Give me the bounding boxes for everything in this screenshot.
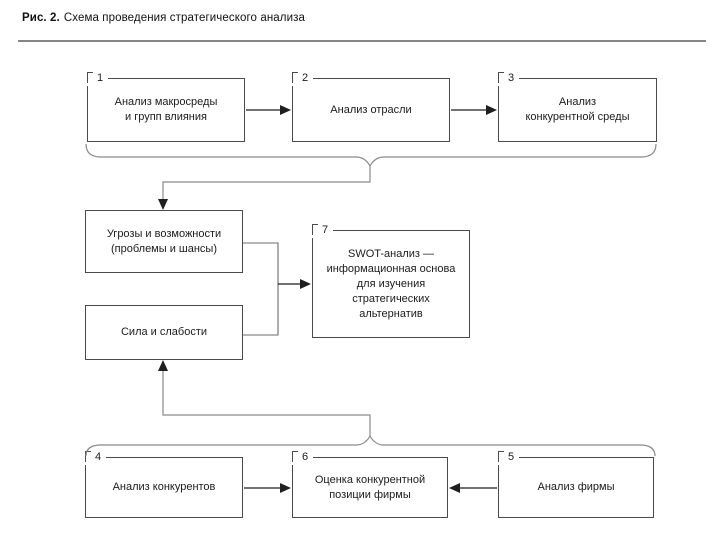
arrow-into-strengths-head	[158, 360, 168, 371]
brace-bottom-stem	[162, 371, 371, 436]
box-number-value: 5	[508, 451, 515, 463]
figure-caption: Рис. 2.Схема проведения стратегического …	[22, 12, 305, 24]
box-label: Анализ макросреды и групп влияния	[114, 96, 218, 123]
box-competitor-analysis: 4 Анализ конкурентов	[85, 450, 243, 518]
arrow-industry-to-competitive-head	[486, 105, 497, 115]
arrow-macro-to-industry-head	[280, 105, 291, 115]
brace-top-stem	[162, 166, 371, 199]
box-competitive-environment-analysis: 3 Анализ конкурентной среды	[498, 71, 657, 142]
box-number: 7	[312, 223, 334, 238]
arrow-firm-to-position-head	[449, 483, 460, 493]
box-macro-environment-analysis: 1 Анализ макросреды и групп влияния	[87, 71, 245, 142]
corner-tick-icon	[498, 451, 504, 462]
arrow-to-swot-head	[300, 279, 311, 289]
box-number-value: 3	[508, 72, 515, 84]
box-firm-position-assessment: 6 Оценка конкурентной позиции фирмы	[292, 450, 448, 518]
arrow-competitors-to-position-head	[280, 483, 291, 493]
box-label: Анализ фирмы	[537, 481, 615, 493]
brace-bottom	[85, 434, 656, 457]
box-label: Угрозы и возможности (проблемы и шансы)	[106, 227, 222, 255]
box-number: 4	[85, 450, 107, 465]
box-label: SWOT-анализ — информационная основа для …	[326, 247, 456, 320]
box-swot-analysis: 7 SWOT-анализ — информационная основа дл…	[312, 223, 470, 338]
caption-label: Рис. 2.	[22, 12, 60, 24]
box-number: 6	[292, 450, 314, 465]
box-number-value: 4	[95, 451, 102, 463]
corner-tick-icon	[292, 451, 298, 462]
corner-tick-icon	[312, 224, 318, 235]
box-threats-opportunities: Угрозы и возможности (проблемы и шансы)	[85, 210, 243, 273]
box-number-value: 6	[302, 451, 309, 463]
box-number: 5	[498, 450, 520, 465]
corner-tick-icon	[87, 72, 93, 83]
box-number: 3	[498, 71, 520, 86]
box-label: Анализ конкурентной среды	[525, 96, 630, 123]
caption-rule-divider	[18, 40, 706, 42]
stub-threats-strengths-join	[243, 242, 279, 336]
box-strengths-weaknesses: Сила и слабости	[85, 305, 243, 360]
box-number: 2	[292, 71, 314, 86]
box-label: Анализ отрасли	[330, 103, 412, 116]
corner-tick-icon	[85, 451, 91, 462]
brace-top	[85, 143, 657, 168]
corner-tick-icon	[498, 72, 504, 83]
corner-tick-icon	[292, 72, 298, 83]
caption-title: Схема проведения стратегического анализа	[63, 12, 305, 24]
box-number: 1	[87, 71, 109, 86]
box-label: Сила и слабости	[120, 326, 208, 338]
box-number-value: 1	[97, 72, 104, 84]
box-number-value: 7	[322, 224, 329, 236]
box-label: Анализ конкурентов	[112, 481, 216, 493]
box-firm-analysis: 5 Анализ фирмы	[498, 450, 654, 518]
arrow-into-threats-head	[158, 199, 168, 210]
box-industry-analysis: 2 Анализ отрасли	[292, 71, 450, 142]
box-number-value: 2	[302, 72, 309, 84]
box-label: Оценка конкурентной позиции фирмы	[314, 473, 426, 501]
